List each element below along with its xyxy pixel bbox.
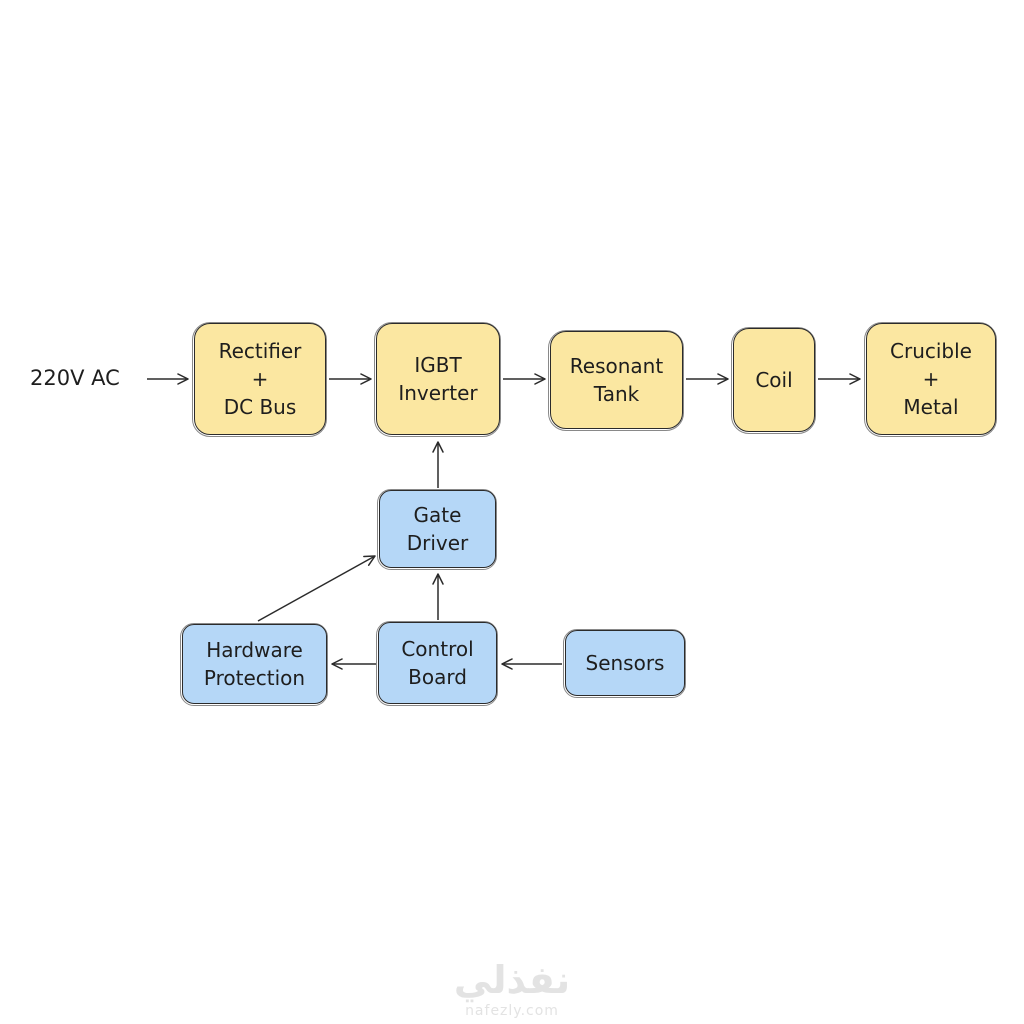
block-label-line: + (922, 367, 940, 391)
arrow-hardware-to-gate (257, 555, 376, 622)
watermark-arabic-text: نفذلي (453, 958, 571, 1002)
igbt-inverter-block: IGBT Inverter (374, 322, 501, 437)
block-label-line: + (251, 367, 269, 391)
block-label-line: Control (401, 637, 474, 661)
watermark: نفذلي nafezly.com (0, 958, 1024, 1020)
block-label-line: Gate (413, 503, 462, 527)
block-label-line: Crucible (890, 339, 972, 363)
watermark-latin-text: nafezly.com (465, 1003, 559, 1019)
block-label-line: Resonant (569, 354, 664, 378)
coil-block: Coil (731, 327, 816, 434)
input-label-220v-ac: 220V AC (30, 366, 120, 390)
block-label-line: Board (408, 665, 467, 689)
block-label-line: IGBT (414, 353, 462, 377)
rectifier-dc-bus-block: Rectifier + DC Bus (192, 322, 327, 437)
block-label-line: Sensors (585, 651, 665, 675)
crucible-metal-block: Crucible + Metal (864, 322, 997, 437)
block-label-line: DC Bus (223, 395, 297, 419)
block-label-line: Protection (203, 666, 306, 690)
block-label-line: Rectifier (218, 339, 302, 363)
block-label-line: Metal (903, 395, 959, 419)
block-label-line: Coil (755, 368, 793, 392)
block-label-line: Hardware (206, 638, 303, 662)
block-label-line: Driver (406, 531, 469, 555)
block-label-line: Tank (593, 382, 640, 406)
sensors-block: Sensors (563, 629, 686, 698)
block-label-line: Inverter (398, 381, 478, 405)
